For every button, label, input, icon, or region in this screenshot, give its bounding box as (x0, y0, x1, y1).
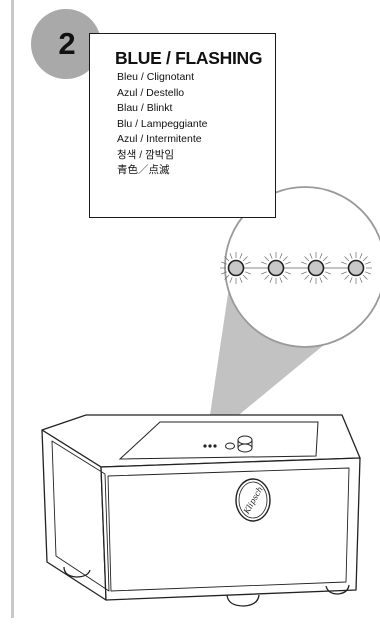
source-button (225, 442, 235, 450)
speaker-foot (226, 594, 260, 607)
speaker-foot (325, 584, 350, 595)
led-dot (208, 444, 212, 448)
speaker-grille (51, 440, 110, 592)
control-panel (118, 421, 319, 460)
margin-rule (11, 0, 14, 618)
led-indicators (220, 252, 372, 284)
translation-japanese: 青色／点滅 (117, 164, 170, 176)
translation-portuguese: Azul / Intermitente (117, 133, 202, 145)
label-title: BLUE / FLASHING (115, 48, 263, 68)
translation-spanish: Azul / Destello (117, 86, 185, 99)
led-4 (347, 259, 365, 277)
magnifier-circle (224, 186, 380, 348)
translation-german: Blau / Blinkt (117, 102, 173, 114)
step-number: 2 (58, 26, 76, 61)
led-2 (267, 259, 285, 277)
speaker-foot (63, 566, 91, 578)
volume-knob (237, 443, 253, 453)
label-box: BLUE / FLASHING Bleu / Clignotant Azul /… (89, 33, 276, 218)
top-panel (118, 421, 319, 460)
translation-french: Bleu / Clignotant (117, 71, 195, 83)
led-3 (307, 259, 325, 277)
led-1 (227, 259, 245, 277)
translation-italian: Blu / Lampeggiante (117, 117, 208, 130)
brand-logo: Klipsch (235, 478, 271, 522)
led-dot (203, 444, 207, 448)
translation-korean: 청색 / 깜박임 (117, 148, 175, 161)
led-dot (213, 444, 217, 448)
translation-list: Bleu / Clignotant Azul / Destello Blau /… (117, 70, 207, 179)
